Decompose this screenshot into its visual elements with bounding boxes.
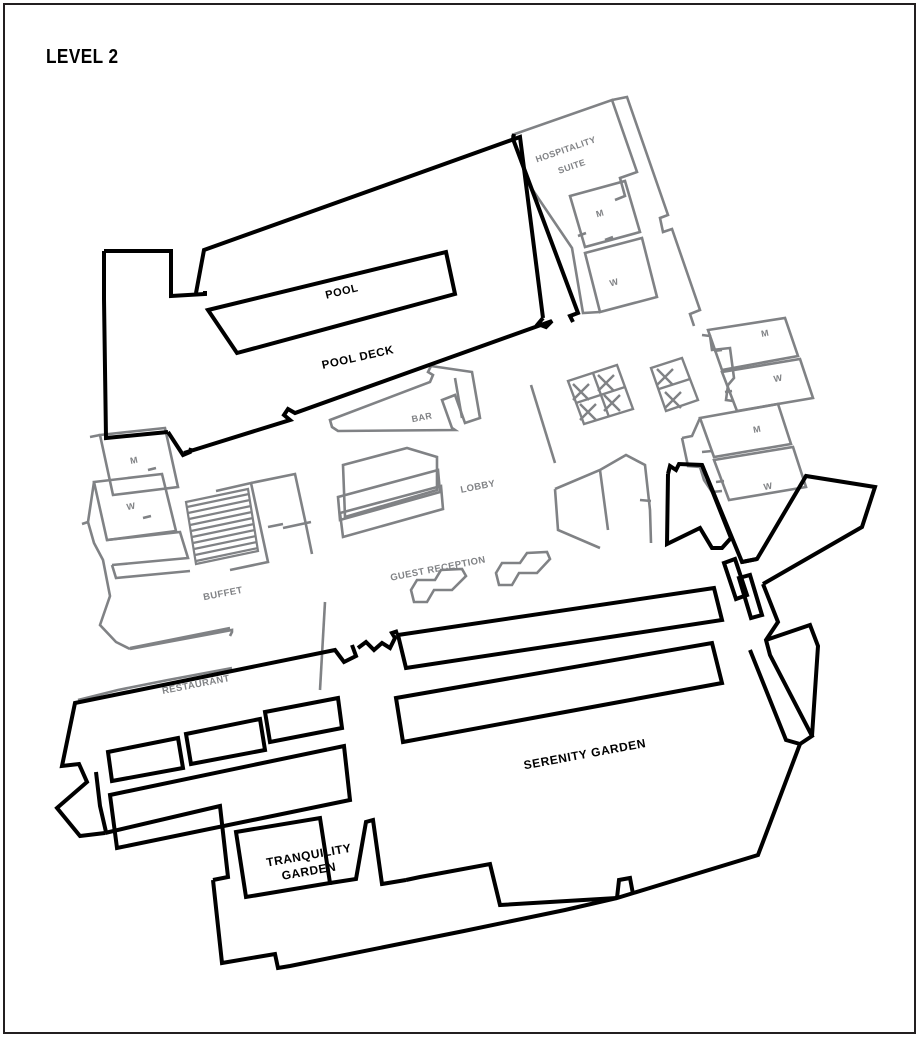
label-guest-reception: GUEST RECEPTION [389, 554, 486, 583]
serenity-south-wall [356, 629, 399, 653]
label-restroom-w-west: W [126, 501, 137, 513]
garden-bed-4 [107, 743, 353, 851]
lobby-stair-tread-2 [338, 484, 445, 539]
east-upper-door-jamb [713, 348, 733, 394]
serenity-path-strip-2 [393, 640, 725, 745]
exterior-walls-group [54, 133, 878, 971]
west-restroom-door-jamb [142, 466, 157, 520]
east-corridor-wall [666, 461, 878, 586]
hospitality-suite-w-room [583, 236, 659, 314]
east-corridor-wall-2 [664, 464, 734, 550]
east-leg-wall [741, 557, 815, 747]
west-extension-line [81, 433, 101, 526]
bar-counter [328, 364, 482, 433]
label-buffet: BUFFET [202, 585, 243, 603]
east-small-strip-1 [721, 556, 750, 602]
column-symbol-x-1 [572, 383, 590, 401]
label-pool: POOL [324, 282, 359, 302]
restaurant-inner-line [129, 626, 231, 650]
south-step-detail [615, 875, 635, 899]
label-restroom-m-hospitality: M [595, 208, 605, 220]
east-lower-door-jamb [701, 449, 725, 484]
east-lower-m-room [698, 402, 793, 459]
interior-walls-group [77, 95, 815, 702]
hospitality-suite-door-jamb [577, 231, 614, 242]
west-m-room [98, 426, 180, 497]
column-symbol-x-4 [603, 394, 621, 412]
northwest-exterior-wall [104, 249, 207, 299]
hospitality-suite-east-wing [611, 95, 702, 327]
east-small-strip-2 [736, 572, 765, 621]
pool-deck-south-wall [183, 316, 554, 455]
buffet-partition-1 [215, 481, 270, 572]
south-boundary-wall [211, 879, 618, 971]
west-wing-walls [86, 481, 131, 651]
lobby-stair-tread-1 [336, 468, 442, 522]
pool-deck-north-wall [194, 134, 545, 319]
label-restroom-m-east-lower: M [752, 424, 761, 435]
buffet-partition-3 [267, 520, 312, 530]
lobby-east-wall [553, 453, 653, 550]
label-serenity-garden: SERENITY GARDEN [523, 736, 648, 772]
column-grid-group [566, 356, 700, 426]
column-grid-outline-right [649, 356, 700, 413]
column-grid-divider-h [575, 385, 626, 405]
hospitality-suite-m-room [568, 179, 642, 249]
west-w-room [92, 472, 178, 542]
label-hospitality-suite-line1: HOSPITALITY [534, 134, 597, 164]
east-upper-corridor [701, 333, 736, 403]
east-upper-w-room [720, 357, 815, 413]
column-symbol-x-3 [579, 403, 597, 421]
lobby-stair-feature [341, 446, 439, 519]
lobby-east-inner [598, 469, 652, 531]
stair-treads [186, 492, 259, 563]
serenity-path-strip-1 [395, 585, 725, 671]
reception-desk-right [494, 550, 552, 587]
buffet-vertical-1 [318, 601, 327, 691]
garden-bed-3 [262, 695, 345, 745]
hospitality-corridor [526, 182, 601, 315]
column-symbol-x-2 [597, 374, 615, 392]
label-restroom-m-west: M [129, 455, 138, 466]
stair-outline [184, 487, 260, 566]
label-restroom-m-east-upper: M [760, 328, 769, 339]
reception-desk-left [409, 567, 468, 604]
label-restroom-w-east-upper: W [773, 373, 784, 385]
tranquility-garden-edge [329, 817, 407, 887]
garden-bed-2 [183, 716, 268, 767]
south-inner-wall [405, 743, 802, 908]
bar-inner-line [453, 377, 464, 419]
pool-outline [204, 249, 458, 356]
east-outer-leg [765, 622, 821, 737]
label-restroom-w-east-lower: W [763, 481, 774, 493]
garden-bed-wall-a [94, 771, 108, 833]
column-symbol-x-6 [664, 391, 682, 409]
restaurant-south-wall [54, 644, 359, 839]
label-bar: BAR [411, 410, 433, 424]
garden-bed-wall-b [104, 803, 231, 882]
column-symbol-x-5 [656, 368, 674, 386]
label-pool-deck: POOL DECK [321, 344, 396, 372]
stairs-group [184, 487, 260, 566]
column-grid-right-divider [658, 377, 691, 391]
west-exterior-wall [102, 251, 169, 441]
west-wing-lines [106, 530, 191, 580]
east-upper-m-room [706, 316, 800, 372]
column-grid-outline-left [566, 363, 635, 426]
label-restroom-w-hospitality: W [608, 276, 619, 288]
garden-bed-1 [105, 735, 186, 784]
label-lobby: LOBBY [460, 478, 497, 496]
lobby-divider-line [529, 384, 557, 464]
page-title: LEVEL 2 [46, 46, 119, 68]
hospitality-exterior-wall [510, 133, 581, 323]
restaurant-wall [77, 628, 234, 702]
label-hospitality-suite-line2: SUITE [557, 157, 587, 176]
east-lower-w-room [712, 445, 808, 502]
buffet-partition-2 [250, 472, 314, 555]
